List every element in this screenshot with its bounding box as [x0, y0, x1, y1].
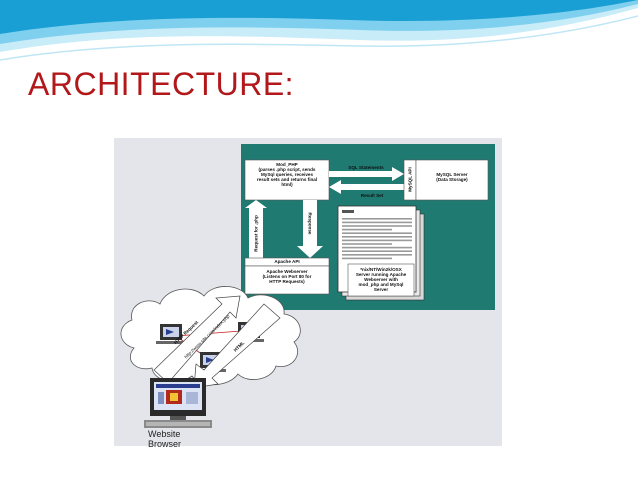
document-text-line	[342, 239, 412, 242]
document-text-line	[342, 257, 392, 260]
server-note-label: *nix/NT/Win2k/OSX Server running Apache …	[355, 267, 407, 292]
document-text-line	[342, 250, 412, 252]
mysql-server-box	[415, 159, 489, 201]
header-wave-decoration	[0, 0, 638, 61]
slide-title: ARCHITECTURE:	[28, 66, 295, 102]
apache-webserver-box	[244, 265, 330, 295]
document-text-line	[342, 254, 412, 256]
website-browser-label: Website Browser	[148, 429, 182, 449]
mod-php-box	[244, 159, 330, 201]
document-text-line	[342, 236, 412, 238]
server-note-box	[347, 263, 415, 297]
sql-statements-arrow	[329, 167, 404, 181]
document-text-line	[342, 225, 412, 227]
apache-api-label: Apache API	[274, 259, 300, 264]
result-set-label: Result Set	[360, 193, 384, 198]
apache-webserver-label: Apache Webserver (Listens on Port 80 for…	[262, 269, 312, 284]
mysql-api-label: MySQL API	[407, 167, 413, 192]
response-label: Response	[307, 212, 313, 235]
mysql-server-label: MySQL Server (Data Storage)	[436, 172, 468, 182]
document-text-line	[342, 243, 392, 245]
mod-php-label: Mod_PHP (parses .php script, sends MySql…	[256, 162, 318, 187]
document-text-line	[342, 232, 412, 234]
network-computer-icon	[156, 324, 186, 344]
request-php-arrow	[245, 200, 267, 258]
document-text-line	[342, 221, 412, 224]
response-arrow	[297, 200, 323, 258]
document-text-line	[342, 246, 412, 249]
request-for-php-label: Request for .php	[253, 215, 259, 252]
architecture-diagram: Mod_PHP (parses .php script, sends MySql…	[114, 138, 502, 449]
http-request-arrow	[153, 295, 241, 384]
result-set-arrow	[329, 180, 404, 194]
document-text-line	[342, 228, 392, 231]
browser-computer-icon	[144, 378, 212, 428]
sql-statements-label: SQL Statements	[348, 165, 384, 170]
document-text-line	[342, 218, 412, 220]
